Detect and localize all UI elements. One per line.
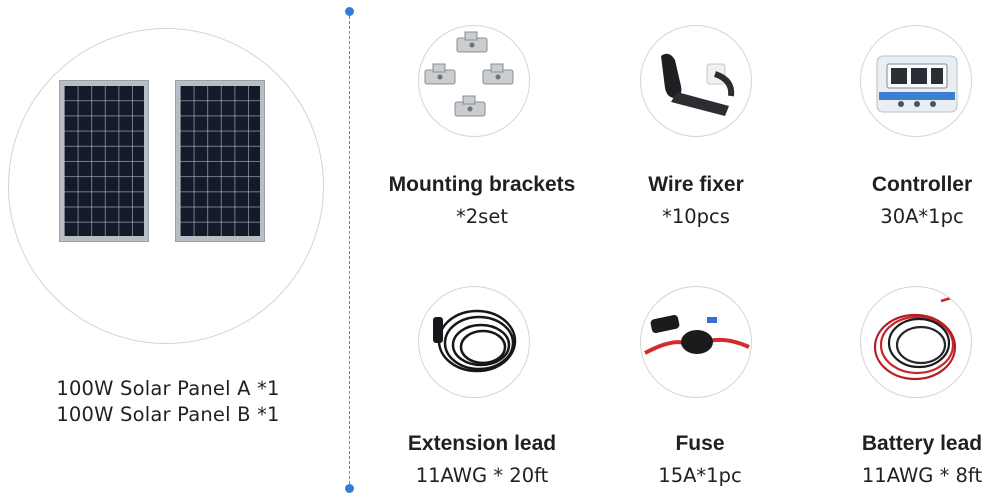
solar-panel-a-image bbox=[59, 80, 149, 242]
extension-lead-quantity: 11AWG * 20ft bbox=[415, 464, 549, 487]
battery-lead-title: Battery lead bbox=[861, 432, 983, 455]
solar-panel-b-image bbox=[175, 80, 265, 242]
fuse-quantity: 15A*1pc bbox=[658, 464, 742, 487]
solar-panel-icon bbox=[180, 86, 260, 236]
extension-lead-title: Extension lead bbox=[407, 432, 557, 455]
battery-lead-image-circle bbox=[860, 286, 972, 398]
solar-panel-a-caption: 100W Solar Panel A *1 bbox=[56, 377, 280, 400]
mounting-brackets-image-circle bbox=[418, 25, 530, 137]
wire-fixer-icon bbox=[661, 53, 735, 116]
mounting-bracket-icon bbox=[424, 31, 514, 117]
controller-title: Controller bbox=[871, 173, 973, 196]
extension-cable-icon bbox=[433, 309, 517, 373]
solar-panel-image-circle bbox=[8, 28, 324, 344]
mounting-brackets-quantity: *2set bbox=[456, 205, 508, 228]
mounting-brackets-title: Mounting brackets bbox=[388, 173, 576, 196]
fuse-icon bbox=[644, 314, 750, 355]
controller-image-circle bbox=[860, 25, 972, 137]
wire-fixer-quantity: *10pcs bbox=[662, 205, 730, 228]
controller-quantity: 30A*1pc bbox=[880, 205, 964, 228]
vertical-divider bbox=[349, 11, 350, 489]
divider-dot-bottom bbox=[345, 484, 354, 493]
wire-fixer-image-circle bbox=[640, 25, 752, 137]
charge-controller-icon bbox=[876, 55, 958, 113]
solar-panel-b-caption: 100W Solar Panel B *1 bbox=[56, 403, 280, 426]
fuse-title: Fuse bbox=[675, 432, 725, 455]
divider-dot-top bbox=[345, 7, 354, 16]
battery-cable-icon bbox=[873, 293, 962, 381]
solar-panel-icon bbox=[64, 86, 144, 236]
extension-lead-image-circle bbox=[418, 286, 530, 398]
battery-lead-quantity: 11AWG * 8ft bbox=[861, 464, 983, 487]
wire-fixer-title: Wire fixer bbox=[648, 173, 744, 196]
fuse-image-circle bbox=[640, 286, 752, 398]
